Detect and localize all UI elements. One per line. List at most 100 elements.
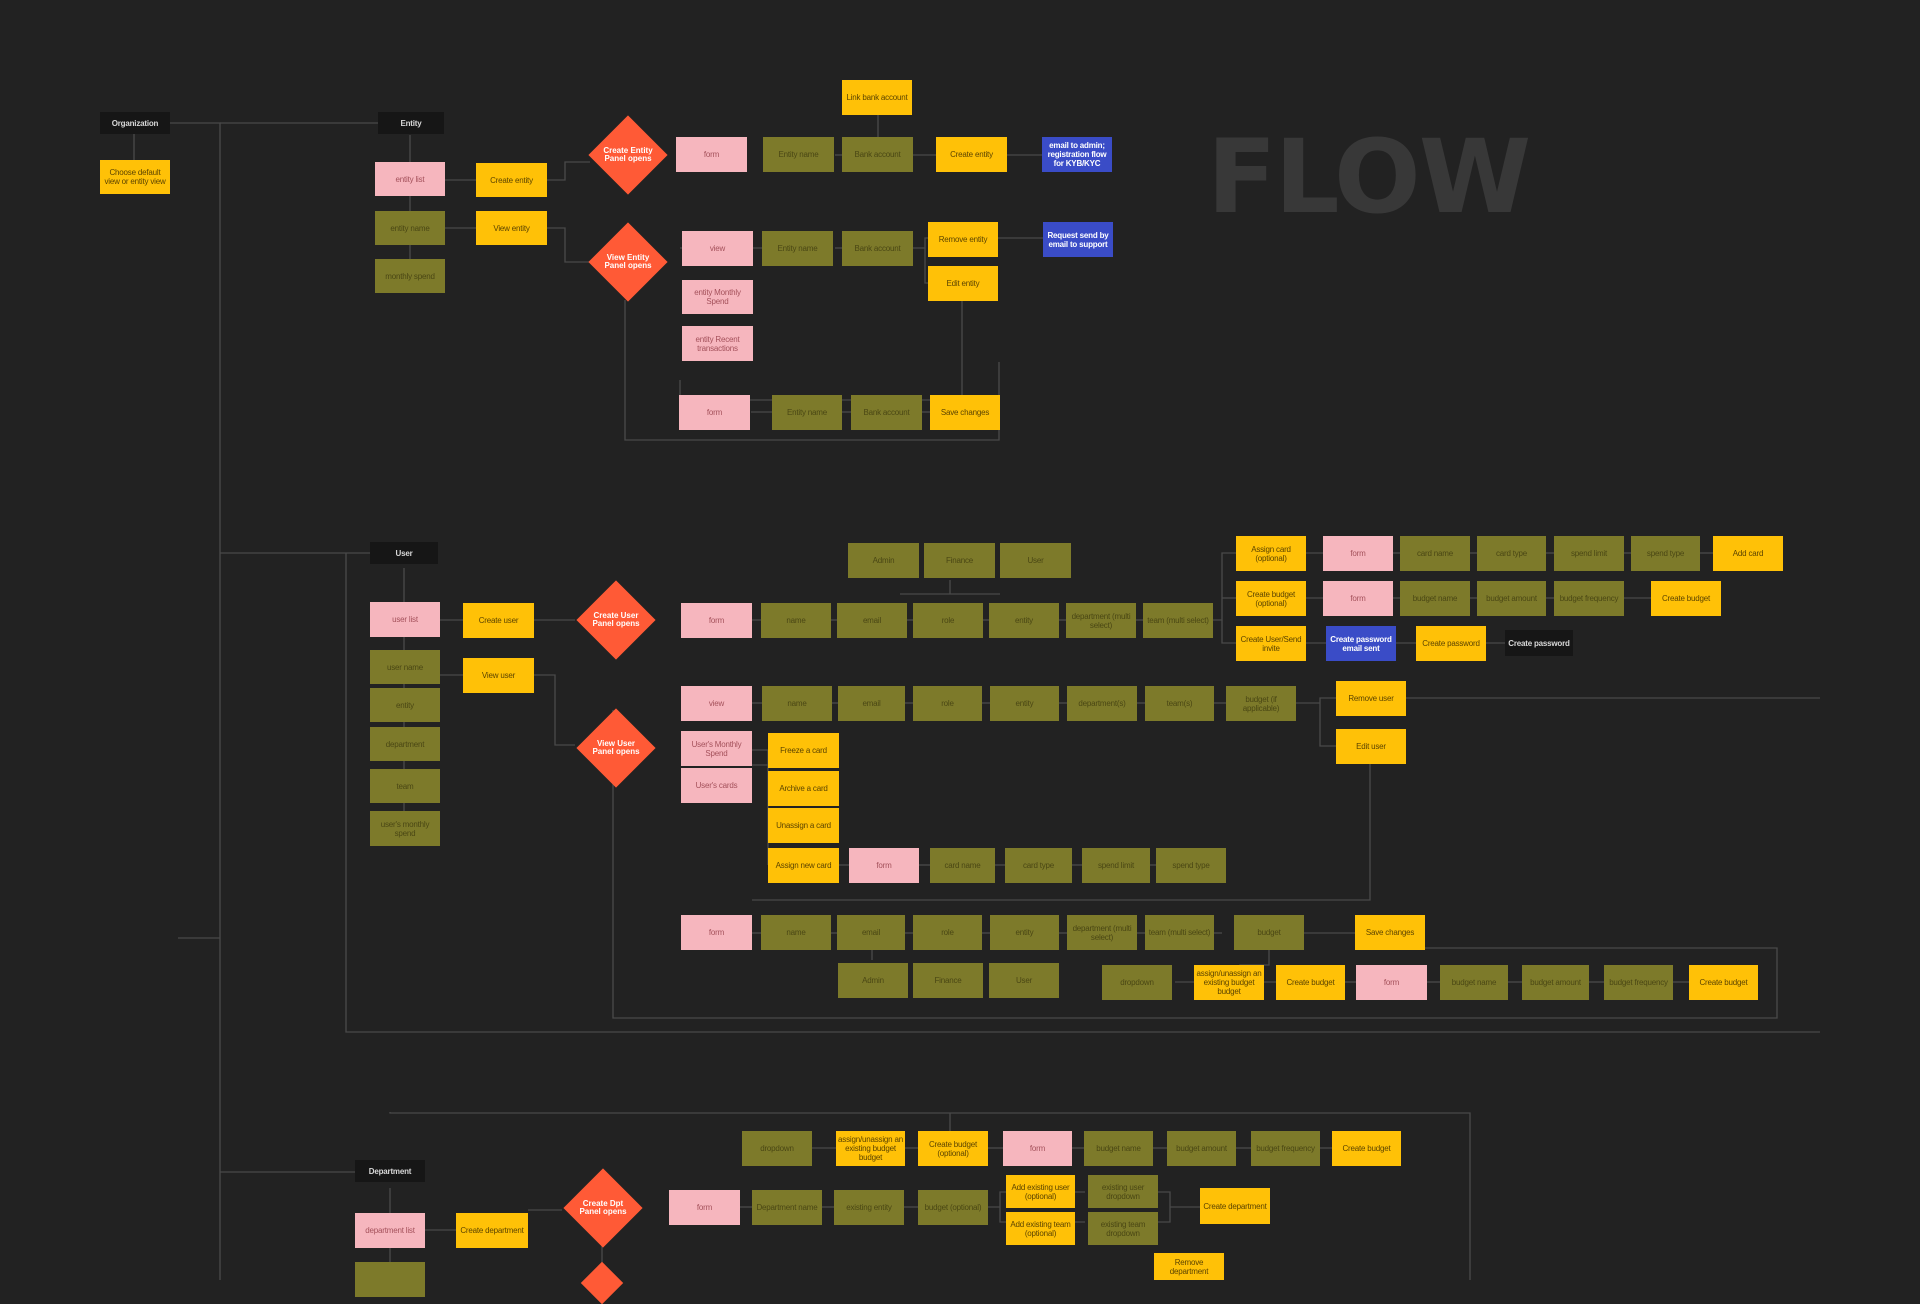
edit-budget-name-node[interactable]: budget name [1440, 965, 1508, 1000]
assign-unassign-budget-node[interactable]: assign/unassign an existing budget budge… [1194, 965, 1264, 1000]
view-entity-view-node[interactable]: view [682, 231, 753, 266]
dept-create-budget-node[interactable]: Create budget [1332, 1131, 1401, 1166]
edit-user-form-node[interactable]: form [681, 915, 752, 950]
create-user-name-node[interactable]: name [761, 603, 831, 638]
edit-user-team-node[interactable]: team (multi select) [1145, 915, 1214, 950]
edit-entity-name-node[interactable]: Entity name [772, 395, 842, 430]
bank-account-field-node[interactable]: Bank account [842, 137, 913, 172]
users-cards-node[interactable]: User's cards [681, 768, 752, 803]
archive-card-node[interactable]: Archive a card [768, 771, 839, 806]
role-admin-node[interactable]: Admin [848, 543, 919, 578]
create-user-role-node[interactable]: role [913, 603, 983, 638]
view-entity-name-node[interactable]: Entity name [762, 231, 833, 266]
role-finance-node[interactable]: Finance [924, 543, 995, 578]
entity-name-column-node[interactable]: entity name [375, 211, 445, 245]
remove-user-node[interactable]: Remove user [1336, 681, 1406, 716]
budget-frequency-node[interactable]: budget frequency [1554, 581, 1624, 616]
edit-role-user-node[interactable]: User [989, 963, 1059, 998]
edit-user-department-node[interactable]: department (multi select) [1067, 915, 1137, 950]
user-list-node[interactable]: user list [370, 602, 440, 637]
edit-user-budget-node[interactable]: budget [1234, 915, 1304, 950]
new-spend-limit-node[interactable]: spend limit [1082, 848, 1150, 883]
view-user-entity-node[interactable]: entity [990, 686, 1059, 721]
new-card-type-node[interactable]: card type [1005, 848, 1072, 883]
new-card-name-node[interactable]: card name [930, 848, 995, 883]
dept-budget-frequency-node[interactable]: budget frequency [1251, 1131, 1320, 1166]
dept-budget-amount-node[interactable]: budget amount [1167, 1131, 1236, 1166]
edit-user-entity-node[interactable]: entity [990, 915, 1059, 950]
create-user-department-node[interactable]: department (multi select) [1066, 603, 1136, 638]
entity-list-node[interactable]: entity list [375, 162, 445, 196]
view-user-view-node[interactable]: view [681, 686, 752, 721]
add-existing-team-node[interactable]: Add existing team (optional) [1006, 1212, 1075, 1245]
card-name-node[interactable]: card name [1400, 536, 1470, 571]
user-department-column-node[interactable]: department [370, 727, 440, 761]
dept-budget-dropdown-node[interactable]: dropdown [742, 1131, 812, 1166]
spend-limit-node[interactable]: spend limit [1554, 536, 1624, 571]
user-node[interactable]: User [370, 542, 438, 564]
edit-role-finance-node[interactable]: Finance [913, 963, 983, 998]
budget-dropdown-node[interactable]: dropdown [1102, 965, 1172, 1000]
edit-bank-account-node[interactable]: Bank account [851, 395, 922, 430]
users-monthly-spend-node[interactable]: User's Monthly Spend [681, 731, 752, 766]
create-department-node[interactable]: Create department [456, 1213, 528, 1248]
edit-entity-form-node[interactable]: form [679, 395, 750, 430]
budget-name-node[interactable]: budget name [1400, 581, 1470, 616]
create-entity-submit-node[interactable]: Create entity [936, 137, 1007, 172]
edit-budget-amount-node[interactable]: budget amount [1522, 965, 1589, 1000]
view-bank-account-node[interactable]: Bank account [842, 231, 913, 266]
assign-new-card-node[interactable]: Assign new card [768, 848, 839, 883]
view-user-node[interactable]: View user [463, 658, 534, 693]
existing-entity-node[interactable]: existing entity [834, 1190, 904, 1225]
choose-view-node[interactable]: Choose default view or entity view [100, 160, 170, 194]
card-type-node[interactable]: card type [1477, 536, 1546, 571]
department-node[interactable]: Department [355, 1160, 425, 1182]
dept-budget-form-node[interactable]: form [1003, 1131, 1072, 1166]
entity-recent-transactions-node[interactable]: entity Recent transactions [682, 326, 753, 361]
remove-department-node[interactable]: Remove department [1154, 1253, 1224, 1280]
edit-user-name-node[interactable]: name [761, 915, 831, 950]
user-team-column-node[interactable]: team [370, 769, 440, 803]
user-monthly-spend-column-node[interactable]: user's monthly spend [370, 811, 440, 846]
edit-create-budget-submit-node[interactable]: Create budget [1689, 965, 1758, 1000]
edit-create-budget-node[interactable]: Create budget [1276, 965, 1345, 1000]
link-bank-node[interactable]: Link bank account [842, 80, 912, 115]
request-support-node[interactable]: Request send by email to support [1043, 222, 1113, 257]
spend-type-node[interactable]: spend type [1631, 536, 1700, 571]
create-password-done-node[interactable]: Create password [1505, 630, 1573, 656]
entity-node[interactable]: Entity [378, 112, 444, 134]
create-entity-form-node[interactable]: form [676, 137, 747, 172]
view-user-email-node[interactable]: email [838, 686, 905, 721]
department-name-node[interactable]: Department name [752, 1190, 822, 1225]
create-entity-node[interactable]: Create entity [476, 163, 547, 197]
edit-entity-node[interactable]: Edit entity [928, 266, 998, 301]
dept-budget-optional-node[interactable]: budget (optional) [918, 1190, 988, 1225]
unassign-card-node[interactable]: Unassign a card [768, 808, 839, 843]
create-user-node[interactable]: Create user [463, 603, 534, 638]
dept-create-budget-optional-node[interactable]: Create budget (optional) [918, 1131, 988, 1166]
create-user-email-node[interactable]: email [837, 603, 907, 638]
edit-budget-frequency-node[interactable]: budget frequency [1604, 965, 1673, 1000]
edit-budget-form-node[interactable]: form [1356, 965, 1427, 1000]
create-budget-form-node[interactable]: form [1323, 581, 1393, 616]
view-entity-node[interactable]: View entity [476, 211, 547, 245]
department-list-node[interactable]: department list [355, 1213, 425, 1248]
create-password-email-node[interactable]: Create password email sent [1326, 626, 1396, 661]
view-user-budget-node[interactable]: budget (if applicable) [1226, 686, 1296, 721]
edit-role-admin-node[interactable]: Admin [838, 963, 908, 998]
entity-save-changes-node[interactable]: Save changes [930, 395, 1000, 430]
create-password-node[interactable]: Create password [1416, 626, 1486, 661]
dept-budget-name-node[interactable]: budget name [1084, 1131, 1153, 1166]
view-user-name-node[interactable]: name [762, 686, 832, 721]
assign-card-form-node[interactable]: form [1323, 536, 1393, 571]
entity-name-field-node[interactable]: Entity name [763, 137, 834, 172]
create-user-team-node[interactable]: team (multi select) [1143, 603, 1213, 638]
edit-user-role-node[interactable]: role [913, 915, 982, 950]
freeze-card-node[interactable]: Freeze a card [768, 733, 839, 768]
create-budget-optional-node[interactable]: Create budget (optional) [1236, 581, 1306, 616]
create-user-entity-node[interactable]: entity [989, 603, 1059, 638]
create-department-submit-node[interactable]: Create department [1200, 1188, 1270, 1224]
role-user-node[interactable]: User [1000, 543, 1071, 578]
add-card-node[interactable]: Add card [1713, 536, 1783, 571]
create-user-send-invite-node[interactable]: Create User/Send invite [1236, 626, 1306, 661]
